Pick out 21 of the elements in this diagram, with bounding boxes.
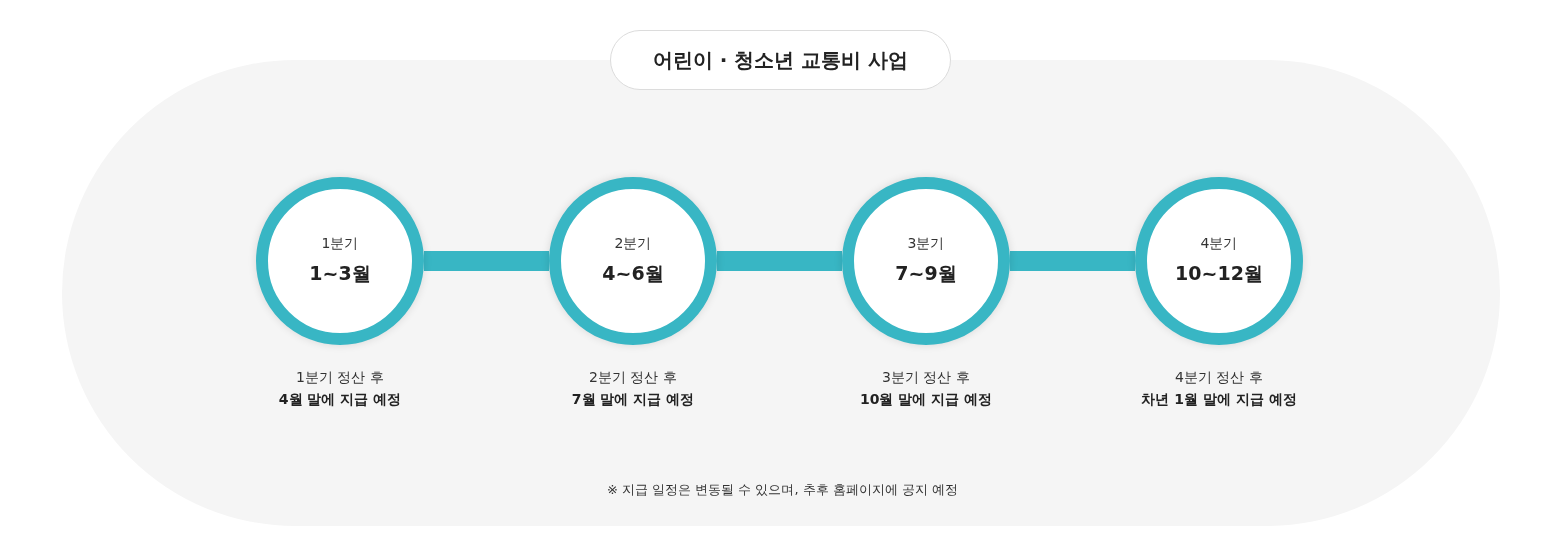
connector-bar [424, 251, 549, 271]
footnote: ※ 지급 일정은 변동될 수 있으며, 추후 홈페이지에 공지 예정 [606, 482, 959, 497]
quarter-label: 4분기 [1200, 235, 1238, 253]
month-range: 7~9월 [895, 261, 957, 286]
quarter-label: 2분기 [614, 235, 652, 253]
settlement-note: 2분기 정산 후 [589, 369, 677, 387]
connector-bar [1010, 251, 1135, 271]
settlement-note: 1분기 정산 후 [296, 369, 384, 387]
payment-note: 7월 말에 지급 예정 [571, 391, 695, 409]
settlement-note: 4분기 정산 후 [1175, 369, 1263, 387]
month-range: 4~6월 [602, 261, 664, 286]
payment-note: 10월 말에 지급 예정 [859, 391, 993, 409]
month-range: 10~12월 [1175, 261, 1263, 286]
payment-note: 4월 말에 지급 예정 [278, 391, 402, 409]
month-range: 1~3월 [309, 261, 371, 286]
quarter-label: 1분기 [321, 235, 359, 253]
connector-bar [717, 251, 842, 271]
settlement-note: 3분기 정산 후 [882, 369, 970, 387]
quarter-label: 3분기 [907, 235, 945, 253]
payment-note: 차년 1월 말에 지급 예정 [1141, 391, 1297, 409]
title-pill: 어린이 · 청소년 교통비 사업 [610, 30, 951, 90]
